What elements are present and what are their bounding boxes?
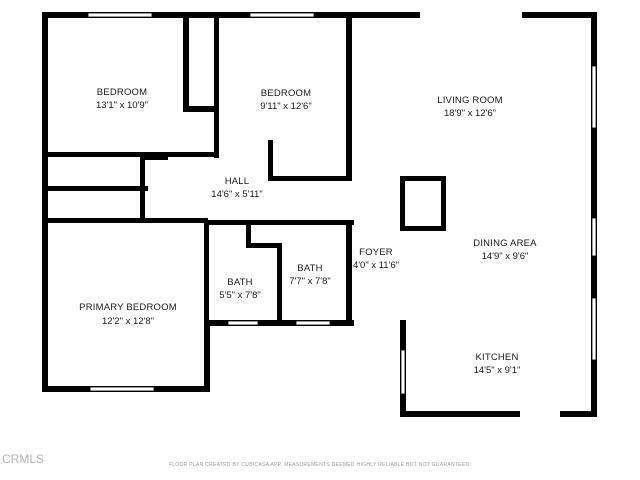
label-foyer-dims: 4'0" x 11'6" bbox=[353, 260, 399, 271]
wall-north bbox=[42, 12, 597, 18]
wall-bath-divider-top bbox=[246, 225, 251, 247]
wall-west bbox=[42, 12, 48, 392]
label-bath-2-dims: 7'7" x 7'8" bbox=[289, 276, 331, 287]
wall-hall-closet-top bbox=[140, 155, 168, 160]
wall-bed2-step bbox=[268, 140, 273, 180]
label-dining-area-name: DINING AREA bbox=[473, 238, 537, 249]
wall-closet-south bbox=[48, 186, 148, 191]
label-hall-dims: 14'6" x 5'11" bbox=[211, 189, 262, 200]
wall-south-kitchen bbox=[400, 411, 597, 417]
label-primary-bedroom-name: PRIMARY BEDROOM bbox=[79, 302, 177, 313]
label-primary-bedroom-dims: 12'2" x 12'8" bbox=[102, 316, 154, 327]
wall-bed1-east bbox=[214, 18, 219, 158]
window-bed2 bbox=[249, 12, 315, 18]
wall-east bbox=[591, 12, 597, 417]
room-labels: BEDROOM 13'1" x 10'9" BEDROOM 9'11" x 12… bbox=[79, 87, 537, 376]
label-bedroom-2-dims: 9'11" x 12'6" bbox=[260, 101, 311, 112]
opening-living-north bbox=[420, 12, 522, 18]
wall-bed1-bed2 bbox=[183, 12, 189, 112]
label-living-room-name: LIVING ROOM bbox=[437, 95, 503, 106]
wall-bed2-east bbox=[346, 12, 352, 180]
wall-fireplace-bottom bbox=[400, 226, 446, 231]
window-primary bbox=[89, 386, 155, 392]
wall-fireplace-top bbox=[400, 176, 446, 181]
wall-bed1-south bbox=[48, 152, 218, 157]
window-living-east bbox=[591, 65, 597, 129]
window-bath2 bbox=[295, 320, 331, 326]
wall-bath-divider-step bbox=[246, 243, 282, 248]
wall-primary-north bbox=[48, 218, 208, 223]
wall-closet-notch bbox=[183, 106, 219, 112]
label-kitchen-name: KITCHEN bbox=[475, 352, 518, 363]
window-dining-east bbox=[591, 217, 597, 257]
window-bath1 bbox=[227, 320, 259, 326]
window-kitchen-west bbox=[400, 349, 406, 395]
label-bath-1-name: BATH bbox=[227, 277, 252, 288]
wall-bed2-south bbox=[268, 176, 352, 181]
window-bed1 bbox=[87, 12, 153, 18]
wall-fireplace-east bbox=[441, 176, 446, 231]
interior-walls bbox=[48, 12, 446, 326]
label-bedroom-1-name: BEDROOM bbox=[97, 87, 148, 98]
label-bath-1-dims: 5'5" x 7'8" bbox=[219, 290, 261, 301]
windows bbox=[87, 12, 597, 417]
wall-baths-north bbox=[204, 220, 354, 225]
wall-step-vertical bbox=[204, 320, 210, 392]
wall-bath1-west bbox=[204, 220, 209, 326]
window-kitchen-east bbox=[591, 297, 597, 361]
footer-disclaimer: FLOOR PLAN CREATED BY CUBICASA APP. MEAS… bbox=[169, 462, 471, 468]
wall-hall-closet bbox=[140, 155, 145, 221]
wall-bath2-east bbox=[346, 220, 352, 326]
wall-fireplace-west bbox=[400, 176, 405, 231]
label-foyer-name: FOYER bbox=[359, 247, 393, 258]
label-bedroom-1-dims: 13'1" x 10'9" bbox=[96, 100, 148, 111]
label-hall-name: HALL bbox=[225, 176, 250, 187]
label-kitchen-dims: 14'5" x 9'1" bbox=[474, 365, 521, 376]
label-living-room-dims: 18'9" x 12'6" bbox=[444, 108, 496, 119]
label-bath-2-name: BATH bbox=[297, 263, 322, 274]
label-bedroom-2-name: BEDROOM bbox=[261, 88, 312, 99]
watermark: CRMLS bbox=[2, 452, 44, 466]
opening-foyer-south bbox=[354, 320, 400, 326]
label-dining-area-dims: 14'9" x 9'6" bbox=[482, 251, 529, 262]
wall-bath-divider bbox=[277, 243, 282, 326]
opening-kitchen-south bbox=[520, 411, 560, 417]
